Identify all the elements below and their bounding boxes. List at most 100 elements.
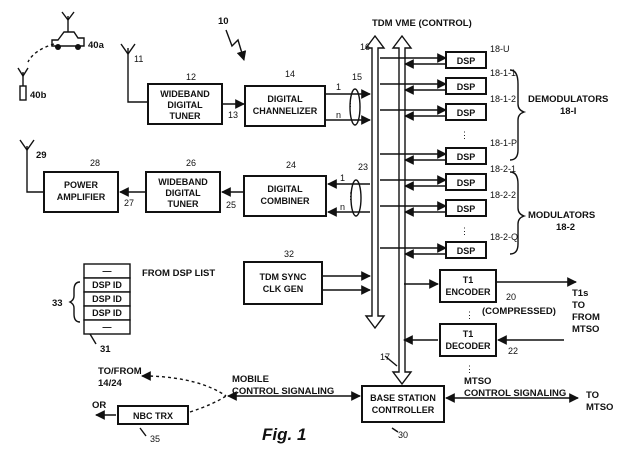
power-amp-line-2: AMPLIFIER bbox=[57, 192, 106, 202]
dsp-ref: 18-U bbox=[490, 44, 510, 54]
dsp-18-1-1: DSP18-1-1 bbox=[380, 68, 516, 94]
to-mtso-line-2: MTSO bbox=[586, 402, 613, 413]
mod-group-ref: 18-2 bbox=[556, 222, 575, 233]
t1-decoder-line-1: T1 bbox=[463, 329, 474, 339]
channelizer-bundle-ref: 15 bbox=[352, 72, 362, 82]
bus-label: TDM VME (CONTROL) bbox=[372, 18, 472, 29]
bus-ref-16: 16 bbox=[360, 42, 370, 52]
dsp-ref: 18-1-P bbox=[490, 138, 517, 148]
channelizer-line-1: DIGITAL bbox=[267, 94, 303, 104]
rx-tuner-out-ref: 13 bbox=[228, 110, 238, 120]
svg-text:⋮: ⋮ bbox=[465, 310, 474, 320]
combiner-port-1: 1 bbox=[340, 173, 345, 183]
dsp-ref: 18-2-Q bbox=[490, 232, 518, 242]
channelizer-line-2: CHANNELIZER bbox=[253, 106, 318, 116]
rx-tuner-line-1: WIDEBAND bbox=[160, 89, 210, 99]
dsp-18-1-2: DSP18-1-2 bbox=[380, 94, 516, 120]
dsp-18-1-p: DSP 18-1-P bbox=[380, 138, 517, 164]
mtso-signaling-line-1: MTSO bbox=[464, 376, 491, 387]
to-from-line-2: 14/24 bbox=[98, 378, 122, 389]
figure-caption: Fig. 1 bbox=[262, 425, 306, 444]
combiner-line-2: COMBINER bbox=[261, 196, 310, 206]
t1s-line-1: T1s bbox=[572, 288, 588, 299]
dsp-18-2-Q: DSP 18-2-Q bbox=[380, 232, 518, 258]
tx-tuner-line-3: TUNER bbox=[168, 199, 199, 209]
t1-encoder-ref: 20 bbox=[506, 292, 516, 302]
channelizer-port-1: 1 bbox=[336, 82, 341, 92]
power-amp-link-ref: 27 bbox=[124, 198, 134, 208]
or-label: OR bbox=[92, 400, 106, 411]
handset-ref: 40b bbox=[30, 90, 47, 101]
svg-text:⋮: ⋮ bbox=[465, 364, 474, 374]
mtso-signaling-line-2: CONTROL SIGNALING bbox=[464, 388, 566, 399]
t1s-line-3: FROM bbox=[572, 312, 600, 323]
dsp-18-2-2: DSP 18-2-2 bbox=[380, 190, 516, 216]
mobile-signaling-line-1: MOBILE bbox=[232, 374, 269, 385]
demod-group-ref: 18-I bbox=[560, 106, 576, 117]
dsp-ref: 18-1-1 bbox=[490, 68, 516, 78]
dsp-box-label: DSP bbox=[457, 204, 476, 214]
channelizer-port-n: n bbox=[336, 110, 341, 120]
t1-decoder-ref: 22 bbox=[508, 346, 518, 356]
compressed-label: (COMPRESSED) bbox=[482, 306, 556, 317]
to-mtso-line-1: TO bbox=[586, 390, 599, 401]
dsp-ref: 18-1-2 bbox=[490, 94, 516, 104]
tx-tuner-line-1: WIDEBAND bbox=[158, 177, 208, 187]
handset-icon bbox=[18, 68, 28, 100]
t1-encoder-line-1: T1 bbox=[463, 275, 474, 285]
mod-dots: ⋮ bbox=[460, 226, 469, 236]
bus-ref-17: 17 bbox=[380, 352, 390, 362]
t1-decoder-line-2: DECODER bbox=[445, 341, 491, 351]
demod-dots: ⋮ bbox=[460, 130, 469, 140]
rx-antenna-icon bbox=[121, 44, 148, 102]
bsc-line-1: BASE STATION bbox=[370, 393, 436, 403]
tx-tuner-line-2: DIGITAL bbox=[165, 188, 201, 198]
nbc-trx-ref: 35 bbox=[150, 434, 160, 444]
tx-antenna-icon bbox=[20, 140, 44, 192]
tdm-bus bbox=[366, 36, 384, 328]
dsp-list-title: FROM DSP LIST bbox=[142, 268, 215, 279]
dsp-list-ref: 31 bbox=[100, 344, 111, 355]
dsp-list-cell: — bbox=[103, 322, 112, 332]
tdm-sync-line-2: CLK GEN bbox=[263, 284, 304, 294]
mod-group-label: MODULATORS bbox=[528, 210, 595, 221]
bsc-ref: 30 bbox=[398, 430, 408, 440]
rx-tuner-ref: 12 bbox=[186, 72, 196, 82]
demod-group-label: DEMODULATORS bbox=[528, 94, 608, 105]
tdm-sync-ref: 32 bbox=[284, 249, 294, 259]
system-ref: 10 bbox=[218, 16, 229, 27]
power-amp-line-1: POWER bbox=[64, 180, 99, 190]
dsp-ref: 18-2-2 bbox=[490, 190, 516, 200]
dsp-18-2-1: DSP18-2-1 bbox=[380, 164, 516, 190]
vme-control-bus bbox=[393, 36, 411, 384]
t1-encoder-line-2: ENCODER bbox=[445, 287, 491, 297]
dsp-list-table: — DSP ID DSP ID DSP ID — bbox=[84, 264, 130, 334]
vehicle-ref: 40a bbox=[88, 40, 105, 51]
rx-antenna-ref: 11 bbox=[134, 54, 143, 64]
dsp-list-cell: DSP ID bbox=[92, 280, 122, 290]
t1s-line-4: MTSO bbox=[572, 324, 599, 335]
rx-tuner-line-3: TUNER bbox=[170, 111, 201, 121]
vehicle-icon bbox=[52, 12, 84, 50]
dsp-list-brace-ref: 33 bbox=[52, 298, 63, 309]
bsc-line-2: CONTROLLER bbox=[372, 405, 435, 415]
power-amp-ref: 28 bbox=[90, 158, 100, 168]
combiner-ref: 24 bbox=[286, 160, 296, 170]
dsp-list-cell: DSP ID bbox=[92, 294, 122, 304]
mobile-signaling-line-2: CONTROL SIGNALING bbox=[232, 386, 334, 397]
dsp-list-cell: — bbox=[103, 266, 112, 276]
tdm-sync-clock-generator bbox=[244, 262, 322, 304]
combiner-line-1: DIGITAL bbox=[267, 184, 303, 194]
dsp-box-label: DSP bbox=[457, 152, 476, 162]
dsp-list-cell: DSP ID bbox=[92, 308, 122, 318]
base-station-controller bbox=[362, 386, 444, 422]
dsp-bank: DSP18-UDSP18-1-1DSP18-1-2DSP18-1-PDSP18-… bbox=[380, 44, 518, 258]
tx-tuner-link-ref: 25 bbox=[226, 200, 236, 210]
rx-tuner-line-2: DIGITAL bbox=[167, 100, 203, 110]
dsp-box-label: DSP bbox=[457, 178, 476, 188]
tx-tuner-ref: 26 bbox=[186, 158, 196, 168]
to-from-line-1: TO/FROM bbox=[98, 366, 142, 377]
dsp-box-label: DSP bbox=[457, 246, 476, 256]
t1s-line-2: TO bbox=[572, 300, 585, 311]
